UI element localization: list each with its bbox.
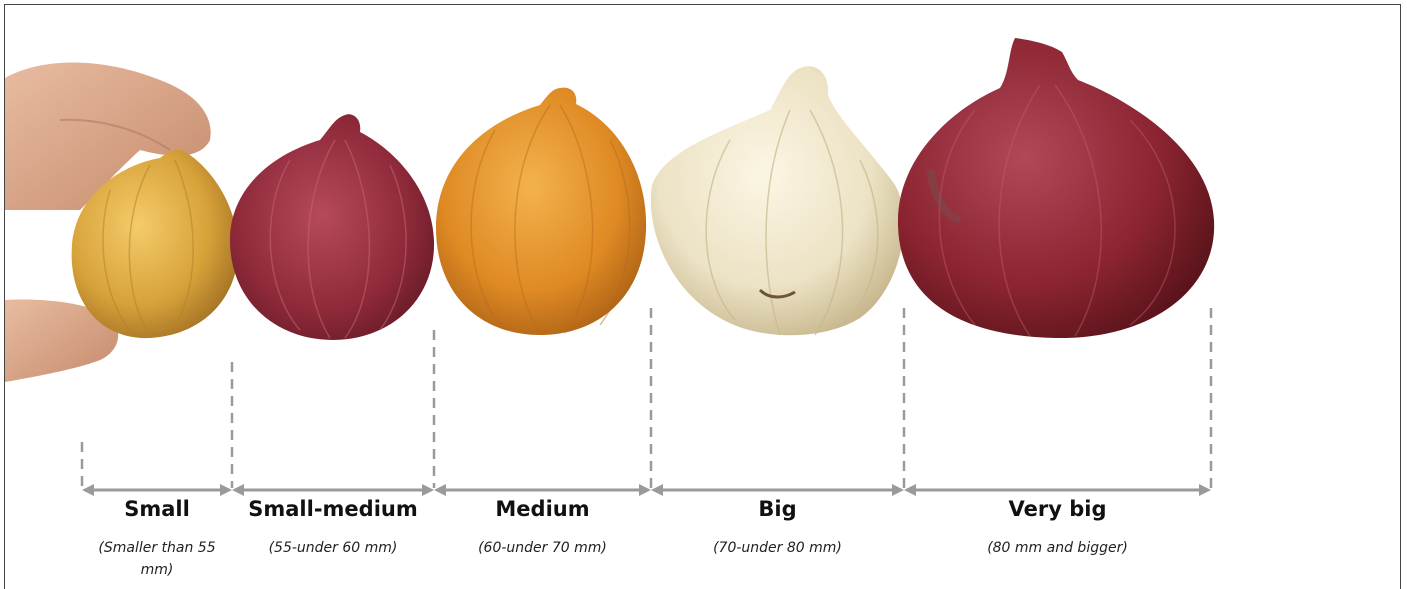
range-arrow-small-medium <box>232 484 434 496</box>
range-arrow-very-big <box>904 484 1211 496</box>
range-small: (Smaller than 55 mm) <box>82 537 232 581</box>
range-very-big: (80 mm and bigger) <box>904 537 1211 559</box>
label-very-big: Very big <box>904 497 1211 521</box>
range-big: (70-under 80 mm) <box>651 537 904 559</box>
label-big: Big <box>651 497 904 521</box>
onion-big <box>651 66 904 335</box>
onion-very-big <box>898 38 1214 338</box>
onion-medium <box>436 88 646 335</box>
range-arrow-small <box>82 484 232 496</box>
onion-small-medium <box>230 114 434 340</box>
range-arrow-medium <box>434 484 651 496</box>
label-small-medium: Small-medium <box>232 497 434 521</box>
range-medium: (60-under 70 mm) <box>434 537 651 559</box>
label-medium: Medium <box>434 497 651 521</box>
range-small-medium: (55-under 60 mm) <box>232 537 434 559</box>
range-arrow-big <box>651 484 904 496</box>
label-small: Small <box>82 497 232 521</box>
